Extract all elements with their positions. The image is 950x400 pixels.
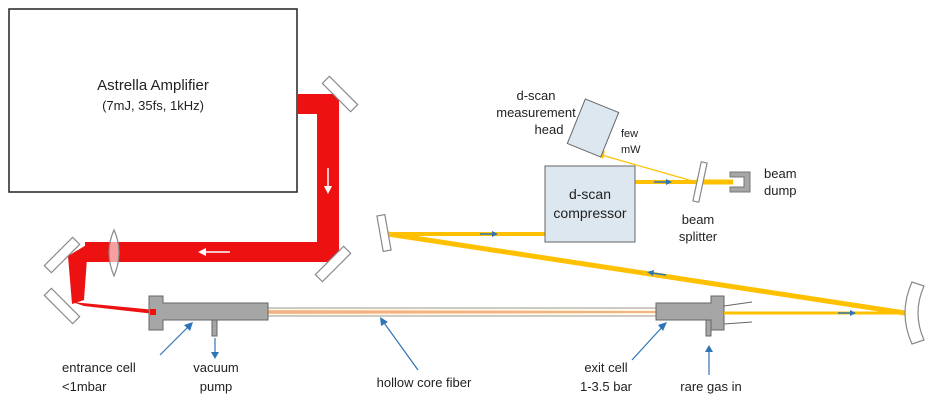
yellow-direction-arrows xyxy=(480,179,856,316)
pointer-entrance-cell-head xyxy=(184,322,193,331)
beam-splitter-line1: beam xyxy=(682,212,715,227)
beam-dump xyxy=(729,171,751,193)
beam-splitter-line2: splitter xyxy=(679,229,718,244)
fiber-beam-glow xyxy=(226,310,656,314)
fiber-label: hollow core fiber xyxy=(377,375,472,390)
focusing-lens xyxy=(108,228,120,278)
red-beam-arrowhead-left xyxy=(198,248,206,256)
entrance-cell xyxy=(148,295,269,331)
pointer-exit-cell xyxy=(631,324,665,361)
exit-cell-wedge xyxy=(723,301,753,307)
few-mw-line2: mW xyxy=(621,144,641,156)
beam-dump-line1: beam xyxy=(764,166,797,181)
dscan-compressor-box xyxy=(544,165,636,243)
label-pointers xyxy=(159,317,713,375)
red-beam-focus-cone xyxy=(72,302,155,314)
entrance-cell-line2: <1mbar xyxy=(62,379,107,394)
exit-cell-line1: exit cell xyxy=(584,360,627,375)
gas-inlet-label: rare gas in xyxy=(680,379,741,394)
yellow-beam-return-long xyxy=(387,231,906,316)
mirror-left-bottom xyxy=(43,287,81,325)
pointer-fiber-head xyxy=(380,317,388,326)
few-mw-line1: few xyxy=(621,128,638,140)
mirror-yellow-fold xyxy=(376,213,392,253)
vacuum-pump-port xyxy=(211,319,218,337)
red-beam-arrowhead-right xyxy=(99,308,105,314)
curved-mirror xyxy=(904,281,925,345)
pointer-entrance-cell xyxy=(159,324,191,356)
exit-cell-wedge-2 xyxy=(723,321,753,325)
beam-dump-line2: dump xyxy=(764,183,797,198)
beam-splitter xyxy=(692,161,708,203)
measurement-head-line1: d-scan xyxy=(516,88,555,103)
amplifier-box xyxy=(8,8,298,193)
dir-arrow-2-line xyxy=(651,272,667,276)
dscan-compressor-line2: compressor xyxy=(553,205,626,221)
red-beam-segment-diagonal xyxy=(68,244,88,304)
gas-inlet-port xyxy=(705,319,712,337)
dir-arrow-2-head xyxy=(647,270,654,276)
vacuum-pump-line1: vacuum xyxy=(193,360,239,375)
dir-arrow-4-head xyxy=(666,179,672,185)
vacuum-pump-line2: pump xyxy=(200,379,233,394)
entrance-cell-line1: entrance cell xyxy=(62,360,136,375)
entrance-cell-window xyxy=(150,309,156,315)
pointer-gas-inlet-head xyxy=(705,345,713,352)
amplifier-specs: (7mJ, 35fs, 1kHz) xyxy=(102,98,204,113)
exit-cell xyxy=(655,295,725,331)
mirror-fold xyxy=(314,245,352,283)
red-beam-arrowhead-down xyxy=(324,186,332,194)
exit-cell-line2: 1-3.5 bar xyxy=(580,379,633,394)
pointer-fiber xyxy=(381,319,419,371)
pointer-exit-cell-head xyxy=(658,322,667,331)
dir-arrow-1-head xyxy=(850,310,856,316)
pointer-vacuum-pump-head xyxy=(211,352,219,359)
yellow-beam-to-head xyxy=(597,153,697,183)
mirror-amp-out xyxy=(321,75,359,113)
yellow-beam xyxy=(387,153,906,316)
dir-arrow-3-head xyxy=(492,231,498,237)
mirror-left-top xyxy=(43,236,81,274)
mirrors-red xyxy=(43,75,359,325)
amplifier-title: Astrella Amplifier xyxy=(97,77,209,94)
measurement-head-line2: measurement xyxy=(496,105,576,120)
dscan-measurement-head xyxy=(566,98,620,158)
dscan-compressor-line1: d-scan xyxy=(569,186,611,202)
measurement-head-line3: head xyxy=(535,122,564,137)
